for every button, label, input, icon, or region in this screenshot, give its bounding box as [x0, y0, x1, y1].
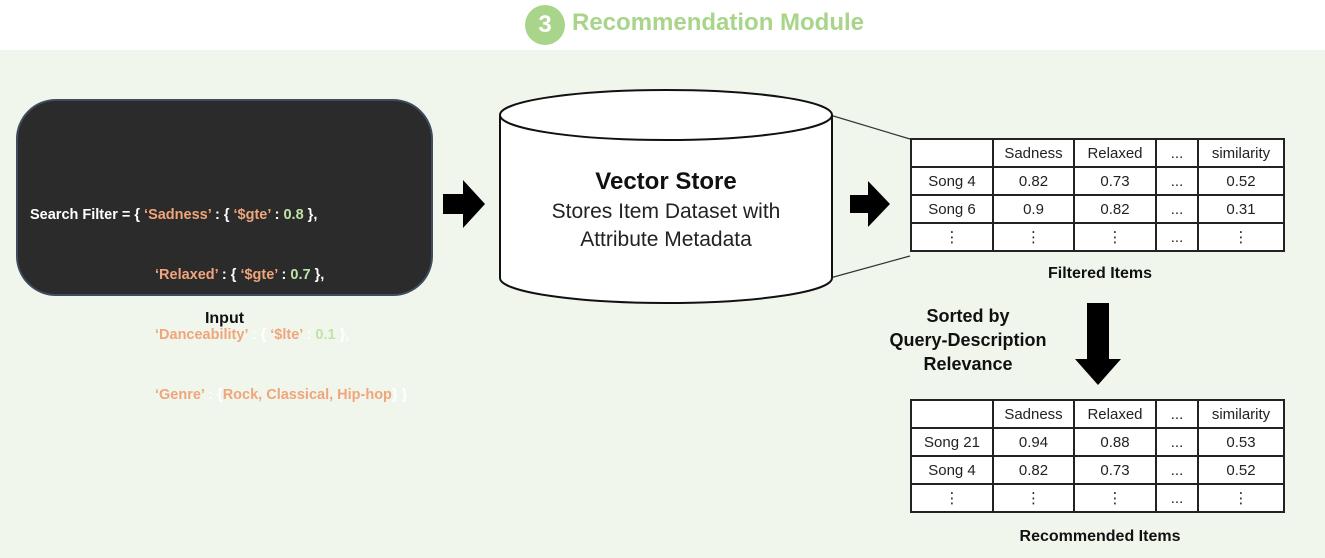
- table-row: ⋮ ⋮ ⋮ ... ⋮: [910, 222, 1285, 252]
- filter-prefix: Search Filter = {: [30, 207, 145, 223]
- column-header: similarity: [1197, 138, 1285, 168]
- column-header: ...: [1155, 399, 1199, 429]
- filter-op: ‘$gte’: [240, 267, 278, 283]
- vector-store-subtitle-1: Stores Item Dataset with: [551, 200, 781, 223]
- table-cell: 0.82: [1073, 194, 1157, 224]
- column-header: similarity: [1197, 399, 1285, 429]
- filter-row-1: Search Filter = { ‘Sadness’ : { ‘$gte’ :…: [30, 207, 318, 223]
- table-row: Song 4 0.82 0.73 ... 0.52: [910, 455, 1285, 485]
- column-header: Sadness: [992, 138, 1075, 168]
- recommended-items-table: Sadness Relaxed ... similarity Song 21 0…: [910, 399, 1285, 513]
- right-arrow-icon: [443, 180, 485, 228]
- filter-row-3: ‘Danceability’ : { ‘$lte’ : 0.1 },: [155, 327, 350, 343]
- vector-store-cylinder: [499, 89, 911, 304]
- table-cell: ...: [1155, 455, 1199, 485]
- table-cell: Song 6: [910, 194, 994, 224]
- table-cell: ⋮: [992, 222, 1075, 252]
- table-row: Song 6 0.9 0.82 ... 0.31: [910, 194, 1285, 224]
- sort-step-line-1: Sorted by: [926, 306, 1010, 326]
- table-cell: 0.82: [992, 166, 1075, 196]
- table-header-row: Sadness Relaxed ... similarity: [910, 399, 1285, 429]
- table-cell: ⋮: [910, 222, 994, 252]
- search-filter-code: Search Filter = { ‘Sadness’ : { ‘$gte’ :…: [30, 165, 407, 445]
- table-cell: 0.94: [992, 427, 1075, 457]
- table-cell: Song 4: [910, 455, 994, 485]
- recommended-items-caption: Recommended Items: [1019, 528, 1181, 545]
- vector-store-label: Vector Store Stores Item Dataset with At…: [500, 166, 832, 254]
- filter-value: 0.8: [283, 207, 304, 223]
- table-cell: ⋮: [1073, 222, 1157, 252]
- table-cell: ...: [1155, 483, 1199, 513]
- input-caption: Input: [204, 310, 245, 327]
- table-cell: ...: [1155, 166, 1199, 196]
- table-cell: 0.52: [1197, 166, 1285, 196]
- filter-op: ‘$lte’: [270, 327, 303, 343]
- table-cell: 0.73: [1073, 166, 1157, 196]
- filter-op: ‘$gte’: [233, 207, 271, 223]
- table-cell: 0.31: [1197, 194, 1285, 224]
- sort-step-label: Sorted by Query-Description Relevance: [868, 304, 1068, 376]
- table-cell: Song 4: [910, 166, 994, 196]
- table-cell: 0.88: [1073, 427, 1157, 457]
- filtered-items-caption: Filtered Items: [1047, 265, 1153, 282]
- table-cell: ⋮: [1197, 222, 1285, 252]
- table-cell: 0.9: [992, 194, 1075, 224]
- column-header: [910, 138, 994, 168]
- module-title: Recommendation Module: [572, 9, 865, 36]
- filtered-items-table: Sadness Relaxed ... similarity Song 4 0.…: [910, 138, 1285, 252]
- header: 3 Recommendation Module: [0, 0, 1325, 50]
- column-header: Relaxed: [1073, 399, 1157, 429]
- table-cell: ...: [1155, 427, 1199, 457]
- table-row: Song 21 0.94 0.88 ... 0.53: [910, 427, 1285, 457]
- table-cell: 0.52: [1197, 455, 1285, 485]
- table-cell: 0.73: [1073, 455, 1157, 485]
- filter-row-4: ‘Genre’ : {Rock, Classical, Hip-hop} }: [155, 387, 408, 403]
- input-box: Search Filter = { ‘Sadness’ : { ‘$gte’ :…: [16, 99, 433, 403]
- table-cell: ⋮: [992, 483, 1075, 513]
- table-cell: Song 21: [910, 427, 994, 457]
- table-cell: ⋮: [910, 483, 994, 513]
- filter-key: ‘Danceability’: [155, 327, 248, 343]
- column-header: [910, 399, 994, 429]
- table-cell: 0.82: [992, 455, 1075, 485]
- table-cell: ...: [1155, 222, 1199, 252]
- sort-step-line-2: Query-Description: [889, 330, 1047, 350]
- genre-key: ‘Genre’: [155, 387, 205, 403]
- table-row: Song 4 0.82 0.73 ... 0.52: [910, 166, 1285, 196]
- table-cell: 0.53: [1197, 427, 1285, 457]
- right-arrow-icon: [850, 181, 890, 227]
- table-cell: ⋮: [1197, 483, 1285, 513]
- table-header-row: Sadness Relaxed ... similarity: [910, 138, 1285, 168]
- table-cell: ⋮: [1073, 483, 1157, 513]
- sort-step-line-3: Relevance: [923, 354, 1013, 374]
- down-arrow-icon: [1075, 303, 1121, 385]
- column-header: Sadness: [992, 399, 1075, 429]
- genre-values: Rock, Classical, Hip-hop: [222, 387, 392, 403]
- filter-key: ‘Relaxed’: [155, 267, 218, 283]
- column-header: Relaxed: [1073, 138, 1157, 168]
- vector-store-title: Vector Store: [595, 168, 737, 195]
- filter-value: 0.7: [290, 267, 311, 283]
- step-badge: 3: [525, 5, 565, 45]
- filter-row-2: ‘Relaxed’ : { ‘$gte’ : 0.7 },: [155, 267, 325, 283]
- table-cell: ...: [1155, 194, 1199, 224]
- filter-key: ‘Sadness’: [144, 207, 211, 223]
- column-header: ...: [1155, 138, 1199, 168]
- vector-store-subtitle-2: Attribute Metadata: [580, 228, 752, 251]
- filter-value: 0.1: [315, 327, 336, 343]
- table-row: ⋮ ⋮ ⋮ ... ⋮: [910, 483, 1285, 513]
